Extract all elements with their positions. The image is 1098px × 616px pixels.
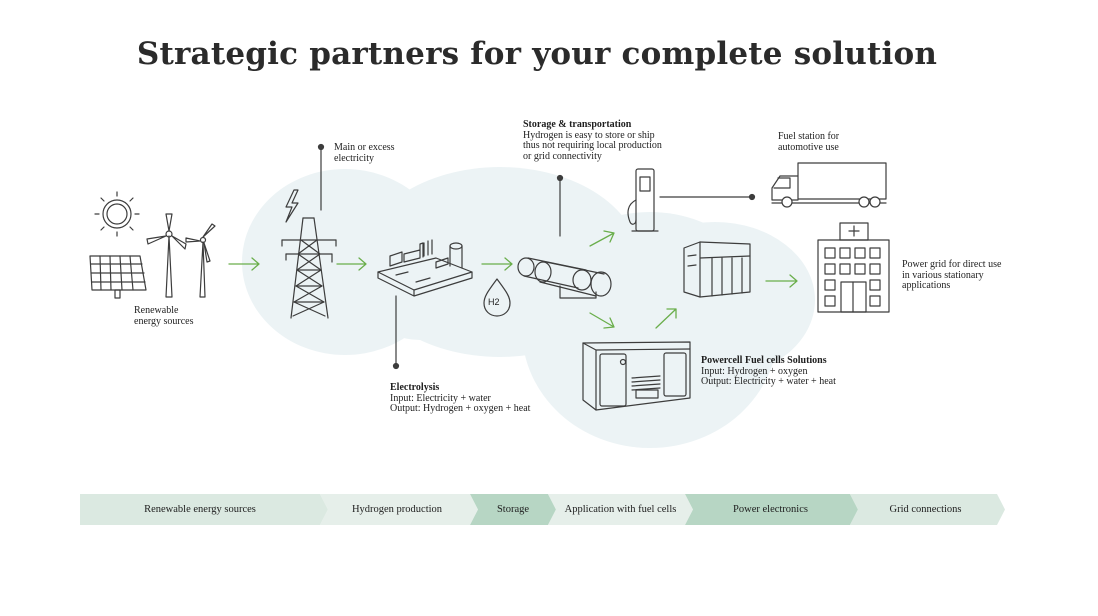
electrolysis-line-1: Input: Electricity + water <box>390 392 491 404</box>
hydrogen-drop-icon <box>483 278 511 317</box>
storage-title: Storage & transportation <box>523 119 632 130</box>
powercell-line-1: Input: Hydrogen + oxygen <box>701 365 808 377</box>
powercell-line-2: Output: Electricity + water + heat <box>701 376 836 387</box>
power-grid-line-1: Power grid for direct use <box>902 259 1002 270</box>
main-excess-label: Main or excess electricity <box>334 142 395 164</box>
power-grid-line-2: in various stationary <box>902 269 984 281</box>
process-step-storage <box>470 494 556 525</box>
storage-line-2: thus not requiring local production <box>523 140 662 151</box>
main-excess-line-2: electricity <box>334 152 374 164</box>
fuel-cell-unit-icon <box>582 341 691 411</box>
wind-turbine-icon <box>146 213 216 298</box>
process-label-power-electronics: Power electronics <box>733 504 808 515</box>
process-step-renewable <box>80 494 328 525</box>
main-excess-pointer <box>317 143 325 211</box>
electrolysis-plant-icon <box>377 239 473 297</box>
renewable-line-2: energy sources <box>134 315 194 327</box>
hospital-building-icon <box>817 222 890 313</box>
process-step-power-electronics <box>685 494 858 525</box>
power-electronics-cabinet-icon <box>683 241 751 298</box>
storage-pointer <box>556 174 564 237</box>
process-step-application <box>548 494 693 525</box>
process-label-renewable: Renewable energy sources <box>144 504 256 515</box>
electrolysis-line-2: Output: Hydrogen + oxygen + heat <box>390 403 531 414</box>
flow-arrows <box>228 230 798 329</box>
main-excess-line-1: Main or excess <box>334 142 395 153</box>
storage-line-1: Hydrogen is easy to store or ship <box>523 129 655 141</box>
process-label-storage: Storage <box>496 504 530 515</box>
storage-line-3: or grid connectivity <box>523 150 602 162</box>
lightning-icon <box>285 189 299 223</box>
process-label-grid: Grid connections <box>889 504 962 515</box>
process-bar <box>80 494 1005 525</box>
process-label-application: Application with fuel cells <box>564 504 677 515</box>
fuel-station-pointer <box>659 193 756 201</box>
electrolysis-title: Electrolysis <box>390 382 440 393</box>
power-grid-label: Power grid for direct use in various sta… <box>902 259 1002 292</box>
process-step-grid <box>850 494 1005 525</box>
renewable-line-1: Renewable <box>134 305 179 316</box>
truck-icon <box>771 162 887 208</box>
electrolysis-label: Electrolysis Input: Electricity + water … <box>390 382 531 415</box>
storage-label: Storage & transportation Hydrogen is eas… <box>523 119 662 162</box>
power-grid-line-3: applications <box>902 280 951 291</box>
powercell-label: Powercell Fuel cells Solutions Input: Hy… <box>701 355 836 388</box>
fuel-station-line-1: Fuel station for <box>778 131 840 142</box>
process-step-hydrogen <box>320 494 478 525</box>
solar-panel-icon <box>89 255 147 299</box>
fuel-pump-icon <box>627 168 659 232</box>
renewable-label: Renewable energy sources <box>134 305 194 327</box>
powercell-title: Powercell Fuel cells Solutions <box>701 355 827 366</box>
fuel-station-label: Fuel station for automotive use <box>778 131 840 153</box>
electrolysis-pointer <box>392 295 400 370</box>
process-label-hydrogen: Hydrogen production <box>351 504 443 515</box>
storage-tanks-icon <box>517 257 612 299</box>
power-pylon-icon <box>281 217 337 319</box>
page-title: Strategic partners for your complete sol… <box>136 36 938 72</box>
sun-icon <box>94 191 140 237</box>
h2-label: H2 <box>488 297 500 307</box>
fuel-station-line-2: automotive use <box>778 141 839 153</box>
